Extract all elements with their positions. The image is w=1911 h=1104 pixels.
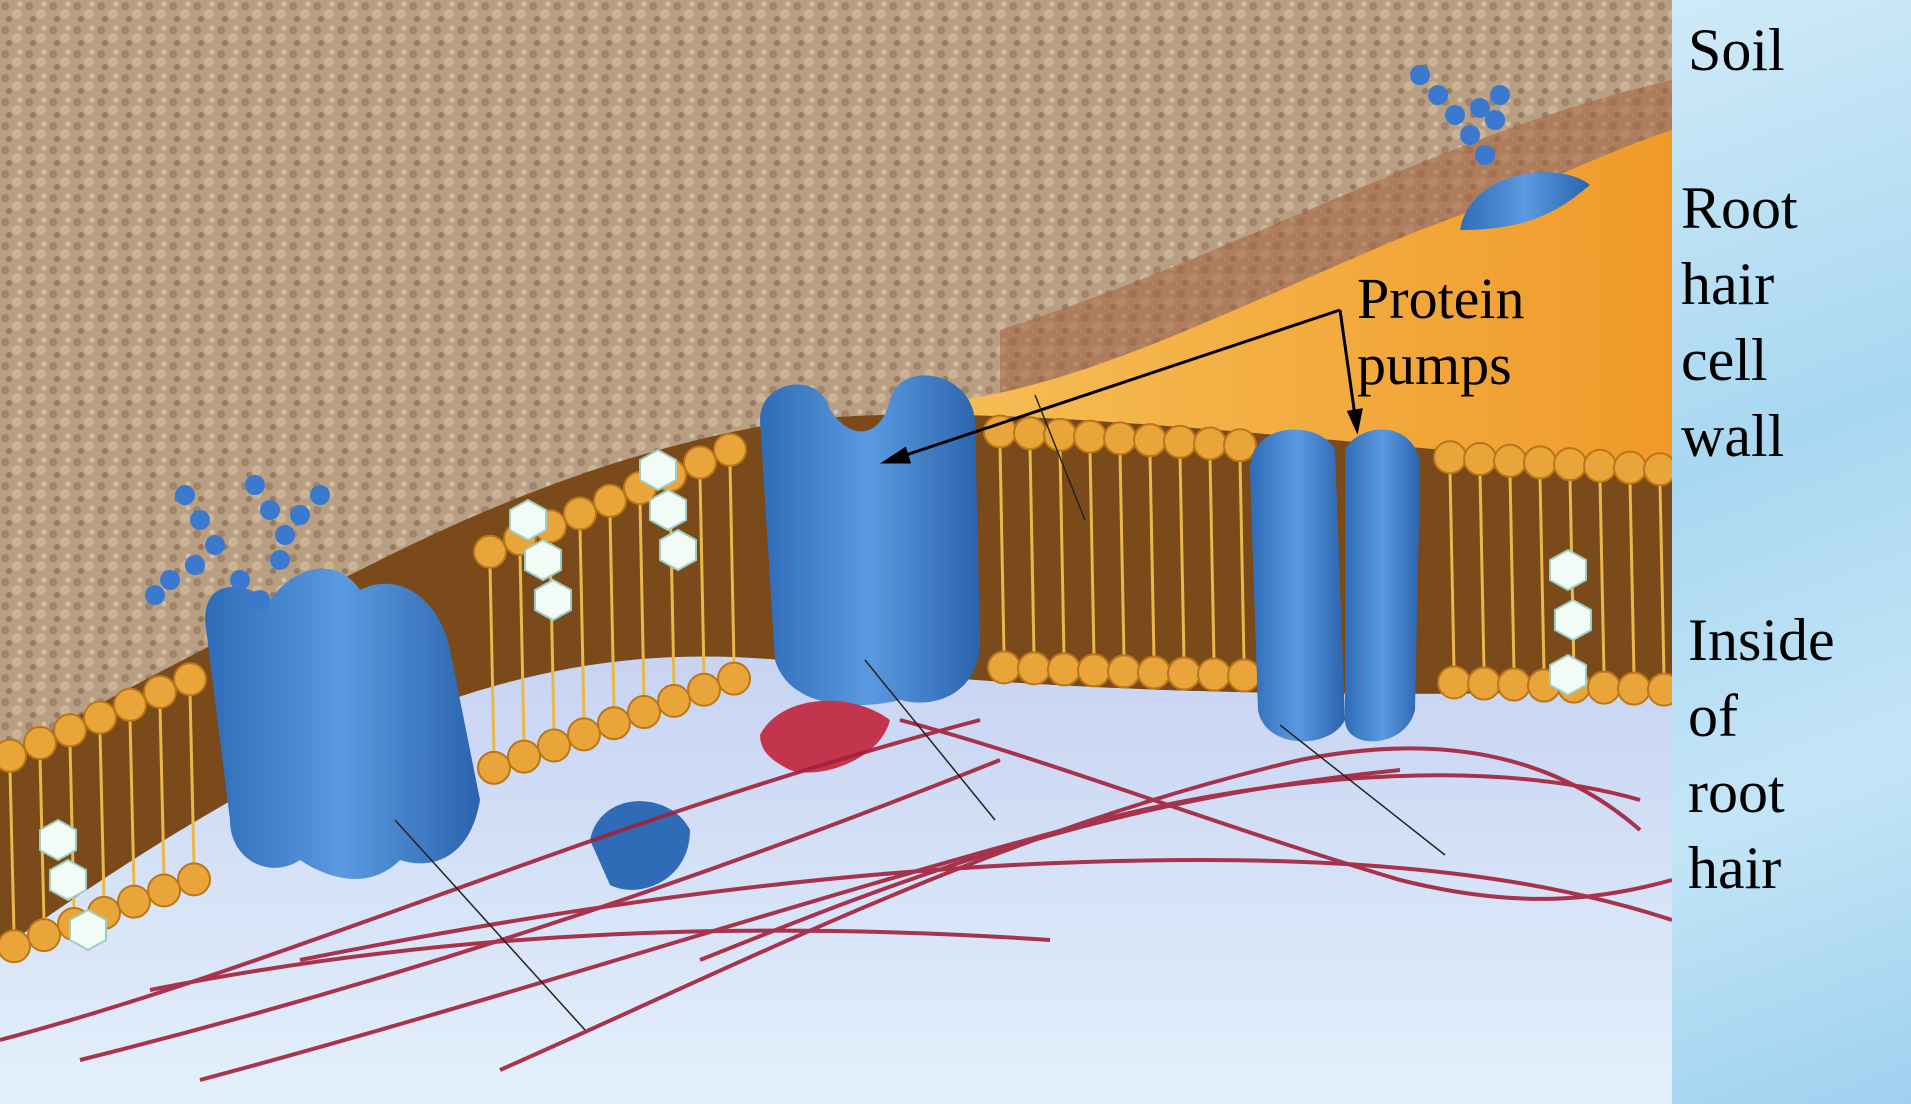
protein-pump-2 — [1250, 430, 1420, 742]
soil-label: Soil — [1688, 12, 1785, 88]
cell-wall-label: Root hair cell wall — [1681, 170, 1798, 474]
protein-pumps-label: Protein pumps — [1357, 266, 1525, 398]
label-sidebar — [1672, 0, 1911, 1104]
inside-root-hair-label: Inside of root hair — [1688, 602, 1835, 906]
